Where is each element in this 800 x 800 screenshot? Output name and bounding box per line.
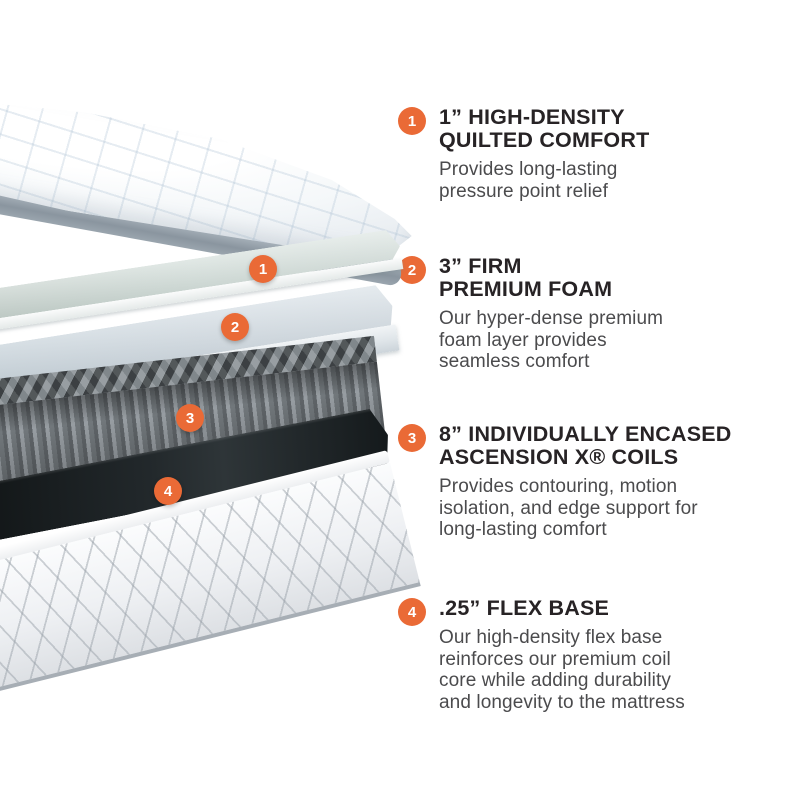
- body-line: Our hyper-dense premium: [439, 308, 664, 329]
- layer-marker-3: 3: [176, 404, 204, 432]
- step-1-title: 1” HIGH-DENSITY QUILTED COMFORT: [439, 106, 778, 152]
- step-2-description: Our hyper-dense premium foam layer provi…: [439, 308, 778, 373]
- body-line: pressure point relief: [439, 180, 608, 202]
- body-line: foam layer provides: [439, 329, 607, 351]
- layer-marker-1: 1: [249, 255, 277, 283]
- body-line: core while adding durability: [439, 670, 671, 691]
- marker-number: 1: [258, 260, 268, 278]
- body-line: isolation, and edge support for: [439, 497, 698, 519]
- body-line: Our high-density flex base: [439, 627, 663, 648]
- step-3-badge: 3: [398, 424, 426, 452]
- step-3-encased-coils: 3 8” INDIVIDUALLY ENCASED ASCENSION X® C…: [398, 423, 778, 541]
- marker-number: 2: [230, 318, 240, 336]
- step-3-title: 8” INDIVIDUALLY ENCASED ASCENSION X® COI…: [439, 423, 778, 469]
- title-line: PREMIUM FOAM: [439, 277, 613, 301]
- title-line: 8” INDIVIDUALLY ENCASED: [439, 422, 732, 446]
- layer-marker-2: 2: [221, 313, 249, 341]
- step-1-badge: 1: [398, 107, 426, 135]
- marker-number: 3: [185, 409, 195, 427]
- step-4-description: Our high-density flex base reinforces ou…: [439, 627, 778, 713]
- step-2-premium-foam: 2 3” FIRM PREMIUM FOAM Our hyper-dense p…: [398, 255, 778, 373]
- badge-number: 2: [407, 261, 417, 279]
- step-1-quilted-comfort: 1 1” HIGH-DENSITY QUILTED COMFORT Provid…: [398, 106, 778, 202]
- step-4-title: .25” FLEX BASE: [439, 597, 778, 620]
- step-1-copy: 1” HIGH-DENSITY QUILTED COMFORT Provides…: [439, 106, 778, 202]
- body-line: long-lasting comfort: [439, 519, 607, 540]
- title-line: 1” HIGH-DENSITY: [439, 105, 625, 129]
- body-line: reinforces our premium coil: [439, 648, 671, 670]
- body-line: Provides long-lasting: [439, 159, 618, 180]
- badge-number: 3: [407, 429, 417, 447]
- step-2-title: 3” FIRM PREMIUM FOAM: [439, 255, 778, 301]
- title-line: 3” FIRM: [439, 254, 522, 278]
- title-line: QUILTED COMFORT: [439, 128, 650, 152]
- body-line: Provides contouring, motion: [439, 476, 678, 497]
- marker-number: 4: [163, 482, 173, 500]
- badge-number: 1: [407, 112, 417, 130]
- step-1-description: Provides long-lasting pressure point rel…: [439, 159, 778, 202]
- step-4-copy: .25” FLEX BASE Our high-density flex bas…: [439, 597, 778, 713]
- step-2-badge: 2: [398, 256, 426, 284]
- step-4-badge: 4: [398, 598, 426, 626]
- step-3-copy: 8” INDIVIDUALLY ENCASED ASCENSION X® COI…: [439, 423, 778, 541]
- step-2-copy: 3” FIRM PREMIUM FOAM Our hyper-dense pre…: [439, 255, 778, 373]
- title-line: .25” FLEX BASE: [439, 596, 610, 620]
- badge-number: 4: [407, 603, 417, 621]
- body-line: seamless comfort: [439, 351, 590, 372]
- title-line: ASCENSION X® COILS: [439, 445, 679, 469]
- step-3-description: Provides contouring, motion isolation, a…: [439, 476, 778, 541]
- layer-marker-4: 4: [154, 477, 182, 505]
- body-line: and longevity to the mattress: [439, 691, 685, 713]
- step-4-flex-base: 4 .25” FLEX BASE Our high-density flex b…: [398, 597, 778, 713]
